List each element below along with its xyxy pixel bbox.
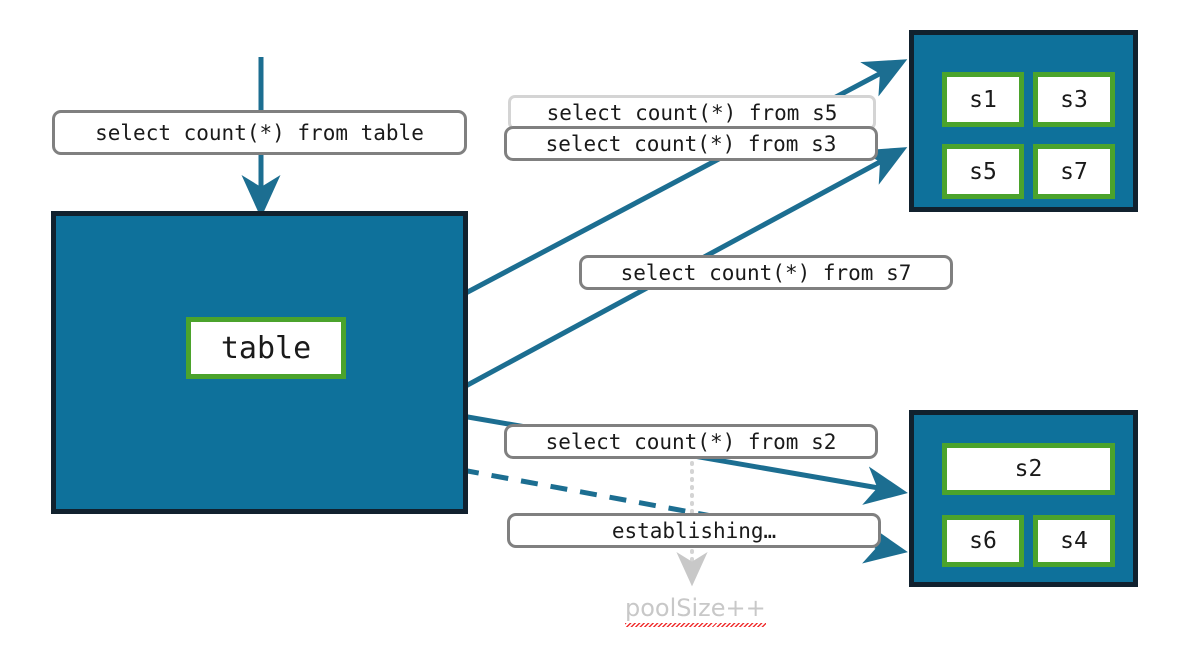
node-s5-label: s5 [969, 158, 997, 185]
table-pool-box[interactable]: table [51, 211, 468, 514]
node-s2[interactable]: s2 [942, 443, 1115, 495]
node-s7-label: s7 [1060, 158, 1088, 185]
pool-top-box[interactable]: s1 s3 s5 s7 [909, 30, 1138, 212]
query-label-s5[interactable]: select count(*) from s5 [508, 95, 876, 130]
node-s3-label: s3 [1060, 86, 1088, 113]
node-s5[interactable]: s5 [942, 144, 1024, 199]
source-query-label[interactable]: select count(*) from table [52, 110, 467, 155]
node-s2-label: s2 [1014, 456, 1043, 482]
node-s4-label: s4 [1060, 528, 1088, 554]
node-s7[interactable]: s7 [1033, 144, 1115, 199]
node-s3[interactable]: s3 [1033, 72, 1115, 127]
node-s1-label: s1 [969, 86, 997, 113]
node-s6-label: s6 [969, 528, 997, 554]
pool-bottom-box[interactable]: s2 s6 s4 [909, 410, 1138, 587]
node-s4[interactable]: s4 [1033, 515, 1115, 567]
node-table[interactable]: table [186, 317, 346, 379]
query-label-s2-text: select count(*) from s2 [545, 429, 837, 454]
poolsize-annotation-text: poolSize++ [625, 594, 766, 627]
query-label-s7[interactable]: select count(*) from s7 [579, 255, 953, 290]
source-query-text: select count(*) from table [95, 120, 424, 145]
node-s6[interactable]: s6 [942, 515, 1024, 567]
query-label-s5-text: select count(*) from s5 [546, 100, 838, 125]
status-label-establishing[interactable]: establishing… [507, 513, 881, 548]
query-label-s3[interactable]: select count(*) from s3 [504, 126, 878, 161]
poolsize-annotation: poolSize++ [625, 594, 766, 627]
node-table-label: table [220, 330, 312, 366]
status-label-establishing-text: establishing… [611, 518, 777, 543]
node-s1[interactable]: s1 [942, 72, 1024, 127]
query-label-s7-text: select count(*) from s7 [620, 260, 912, 285]
query-label-s3-text: select count(*) from s3 [545, 131, 837, 156]
query-label-s2[interactable]: select count(*) from s2 [504, 424, 878, 459]
